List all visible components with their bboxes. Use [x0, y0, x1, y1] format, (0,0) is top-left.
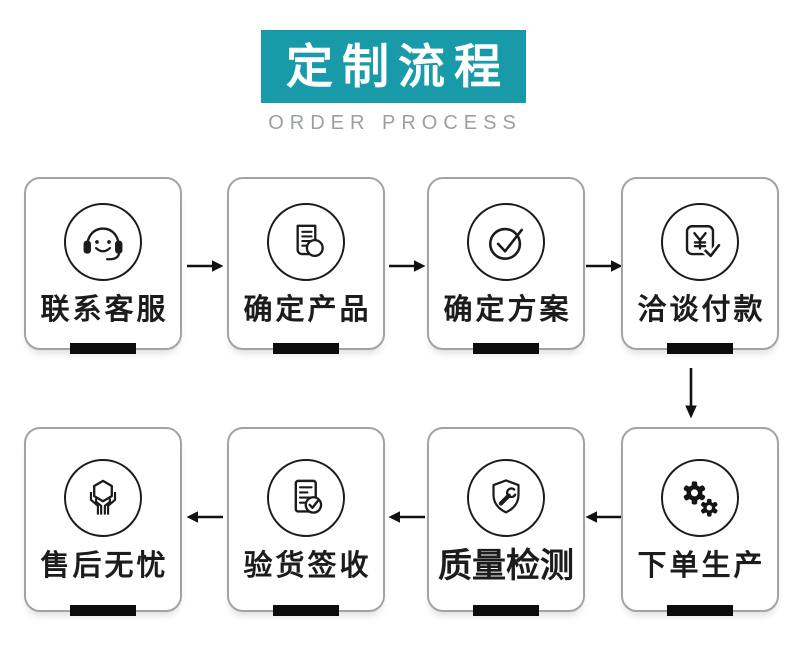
hands-hexagon-icon — [89, 479, 117, 515]
arrow-left-icon — [585, 508, 623, 526]
step-label: 质量检测 — [438, 547, 574, 585]
card-bottom-bar — [667, 343, 733, 354]
card-bottom-bar — [273, 343, 339, 354]
arrow-right-icon — [186, 257, 224, 275]
card-bottom-bar — [70, 605, 136, 616]
step-label: 联系客服 — [40, 294, 169, 326]
step-label: 确定方案 — [443, 294, 572, 326]
card-bottom-bar — [273, 605, 339, 616]
card-bottom-bar — [473, 343, 539, 354]
check-circle-icon — [488, 227, 524, 260]
card-bottom-bar — [70, 343, 136, 354]
step-label: 验货签收 — [243, 550, 372, 582]
step-label: 下单生产 — [637, 550, 766, 582]
step-card-quality-inspection: 质量检测 — [427, 427, 585, 616]
step-card-goods-inspection: 验货签收 — [227, 427, 385, 616]
step-card-after-sales: 售后无忧 — [24, 427, 182, 616]
arrow-down-icon — [682, 367, 700, 419]
icon-ring — [467, 459, 545, 537]
icon-ring — [467, 203, 545, 281]
step-card-confirm-plan: 确定方案 — [427, 177, 585, 354]
icon-ring — [661, 459, 739, 537]
document-search-icon — [296, 224, 324, 258]
headset-icon — [83, 227, 123, 261]
step-label: 洽谈付款 — [637, 294, 766, 326]
icon-ring — [267, 203, 345, 281]
icon-ring — [267, 459, 345, 537]
step-label: 确定产品 — [243, 294, 372, 326]
card-bottom-bar — [473, 605, 539, 616]
shield-wrench-icon — [492, 479, 520, 514]
arrow-right-icon — [585, 257, 623, 275]
card-bottom-bar — [667, 605, 733, 616]
arrow-right-icon — [388, 257, 426, 275]
arrow-left-icon — [186, 508, 224, 526]
checklist-icon — [294, 479, 323, 514]
step-card-confirm-product: 确定产品 — [227, 177, 385, 354]
step-card-place-order: 下单生产 — [621, 427, 779, 616]
icon-ring — [64, 203, 142, 281]
icon-ring — [64, 459, 142, 537]
payment-icon — [685, 225, 723, 260]
title-banner: 定制流程 — [261, 30, 526, 103]
step-card-negotiate-payment: 洽谈付款 — [621, 177, 779, 354]
arrow-left-icon — [388, 508, 426, 526]
step-card-contact-service: 联系客服 — [24, 177, 182, 354]
icon-ring — [661, 203, 739, 281]
page-title: 定制流程 — [286, 40, 510, 93]
page-subtitle: ORDER PROCESS — [268, 112, 522, 134]
gears-icon — [683, 481, 720, 518]
step-label: 售后无忧 — [40, 550, 169, 582]
